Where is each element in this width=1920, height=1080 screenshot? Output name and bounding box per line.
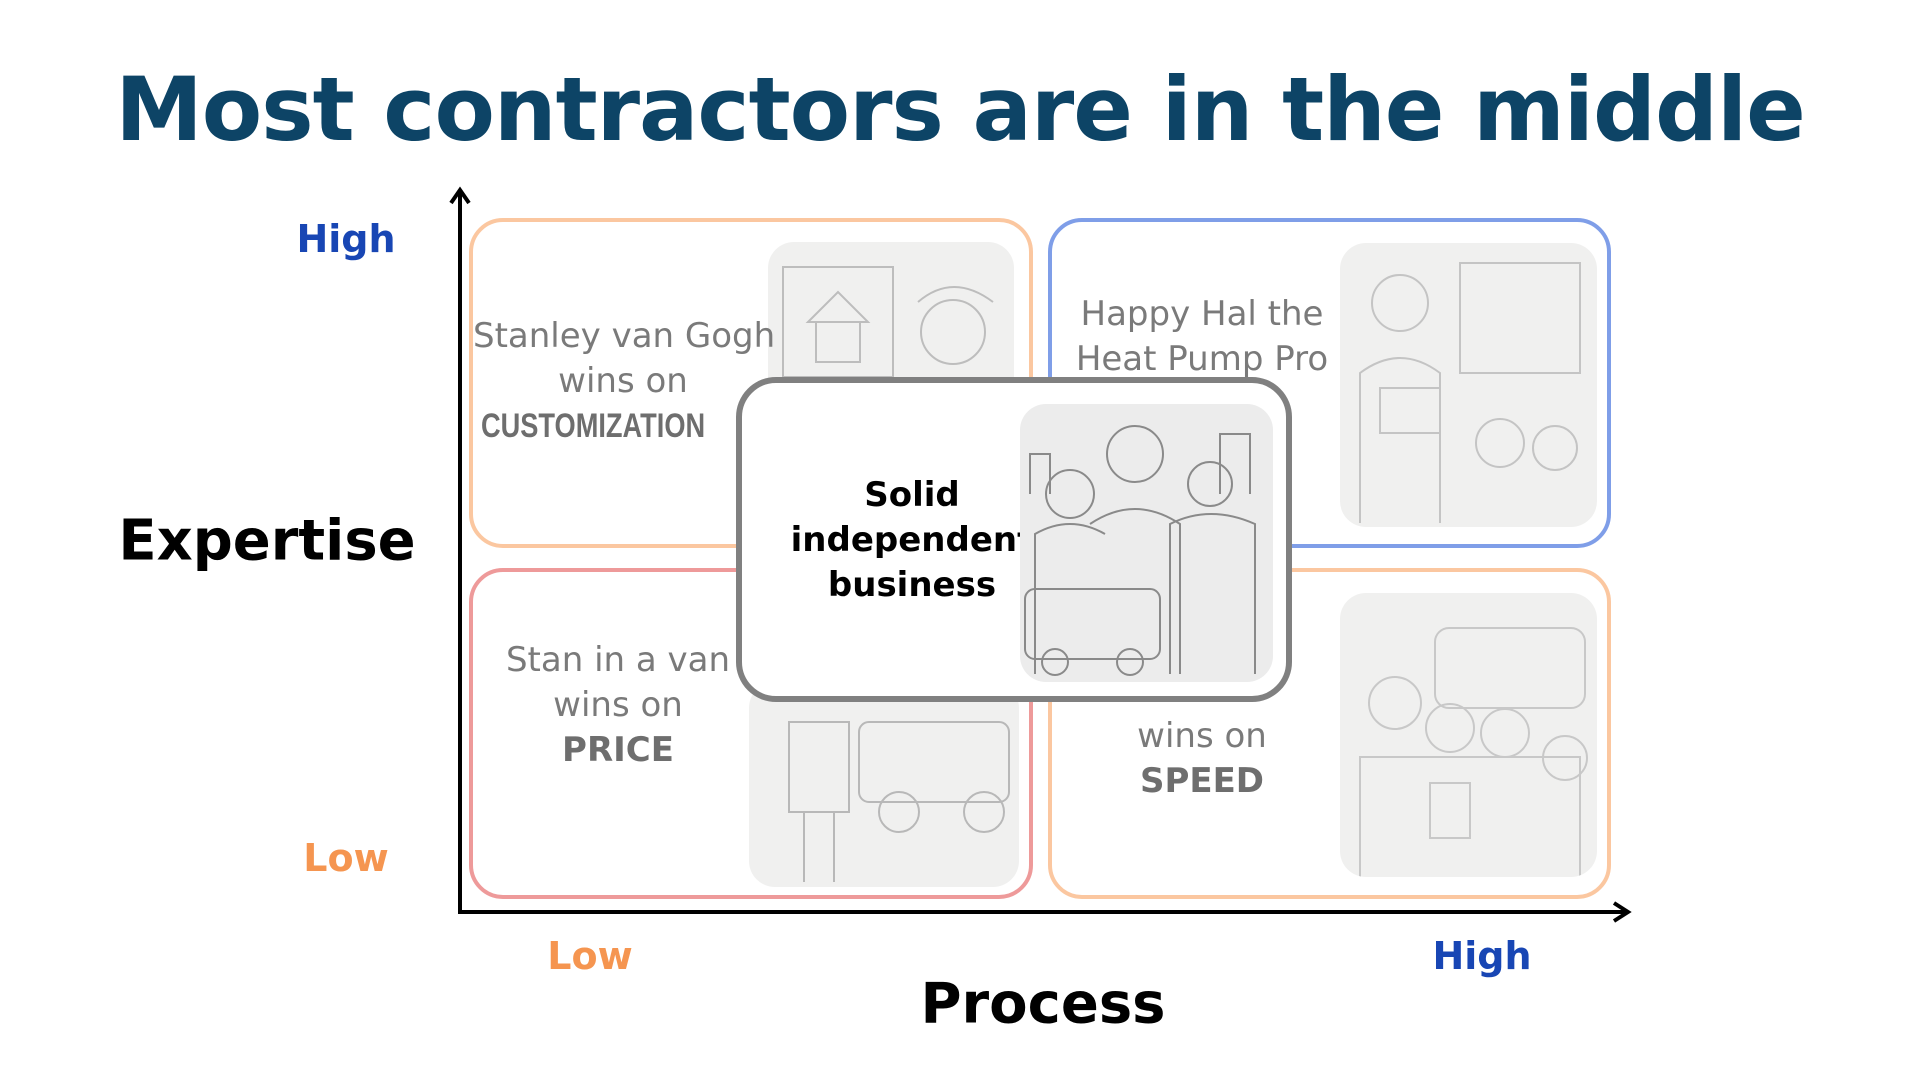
x-axis-arrow-icon xyxy=(1612,901,1632,923)
quadrant-top-right-text: Happy Hal the Heat Pump Pro xyxy=(1062,292,1342,382)
persona-name: Stanley van Gogh xyxy=(473,316,776,356)
x-axis-title: Process xyxy=(920,971,1166,1037)
center-line-2: independent xyxy=(790,520,1034,560)
persona-name: Stan in a van xyxy=(505,640,731,680)
strength-label: CUSTOMIZATION xyxy=(481,407,706,445)
quadrant-bottom-left-text: Stan in a van wins on PRICE xyxy=(473,638,763,773)
y-axis-arrow-icon xyxy=(449,186,471,205)
x-axis-low-label: Low xyxy=(547,934,633,978)
sketch-image-van-worker xyxy=(749,682,1019,887)
sketch-image-family-hvac xyxy=(1020,404,1273,682)
persona-name-line2: Heat Pump Pro xyxy=(1075,339,1329,379)
quadrant-bottom-right-text: wins on SPEED xyxy=(1062,714,1342,804)
quadrant-top-left-text: Stanley van Gogh wins on CUSTOMIZATION xyxy=(473,314,776,449)
wins-on-label: wins on xyxy=(1137,716,1267,756)
center-card-text: Solid independent business xyxy=(762,473,1062,608)
sketch-image-heat-pump-pro xyxy=(1340,243,1597,527)
strength-label: SPEED xyxy=(1139,761,1265,801)
wins-on-label: wins on xyxy=(558,361,688,401)
persona-name: Happy Hal the xyxy=(1080,294,1324,334)
x-axis-high-label: High xyxy=(1432,934,1532,978)
sketch-image-private-equity xyxy=(1340,593,1597,877)
y-axis-title: Expertise xyxy=(118,508,416,574)
center-line-1: Solid xyxy=(864,475,960,515)
page-title: Most contractors are in the middle xyxy=(115,58,1806,161)
wins-on-label: wins on xyxy=(553,685,683,725)
strength-label: PRICE xyxy=(562,730,674,770)
y-axis-low-label: Low xyxy=(303,836,389,880)
center-line-3: business xyxy=(827,565,997,605)
y-axis-high-label: High xyxy=(296,217,396,261)
center-highlight-card: Solid independent business xyxy=(736,377,1292,702)
